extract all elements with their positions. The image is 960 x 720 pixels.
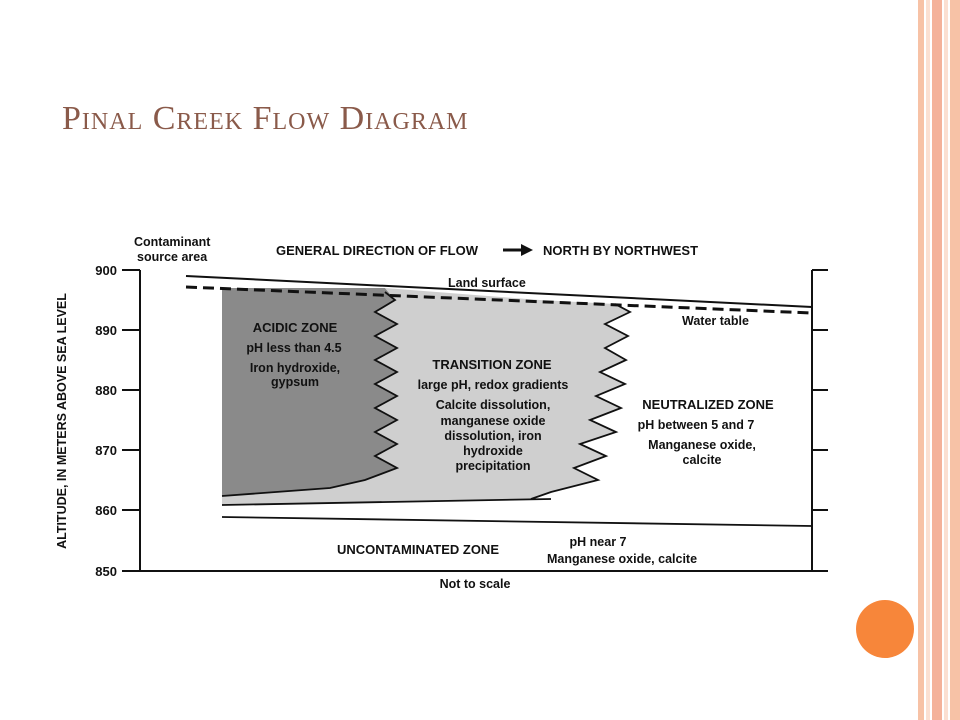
y-axis-label: ALTITUDE, IN METERS ABOVE SEA LEVEL	[55, 293, 69, 549]
transition-zone-line-5: hydroxide	[463, 444, 523, 458]
transition-zone-title: TRANSITION ZONE	[432, 357, 551, 372]
transition-neutral-boundary	[530, 303, 632, 500]
land-surface-line	[185, 275, 813, 308]
transition-zone-line-6: precipitation	[455, 459, 530, 473]
acidic-zone-line-1: pH less than 4.5	[246, 341, 341, 355]
transition-zone-line-1: large pH, redox gradients	[418, 378, 569, 392]
uncontaminated-zone-title: UNCONTAMINATED ZONE	[337, 542, 499, 557]
y-tick-label-850: 850	[95, 564, 117, 579]
border-stripe-5	[950, 0, 960, 720]
border-stripe-2	[926, 0, 930, 720]
neutralized-zone-line-3: calcite	[683, 453, 722, 467]
acidic-transition-boundary	[221, 291, 400, 497]
neutralized-zone-line-1: pH between 5 and 7	[638, 418, 755, 432]
y-tick-label-880: 880	[95, 383, 117, 398]
y-tick-label-860: 860	[95, 503, 117, 518]
border-stripe-3	[932, 0, 942, 720]
neutralized-zone-title: NEUTRALIZED ZONE	[642, 397, 774, 412]
water-table-label: Water table	[682, 314, 749, 328]
land-surface-label: Land surface	[448, 276, 526, 290]
neutralized-zone-line-2: Manganese oxide,	[648, 438, 756, 452]
water-table-line	[185, 285, 813, 315]
right-arrow-icon	[503, 244, 533, 256]
transition-zone-line-4: dissolution, iron	[444, 429, 541, 443]
source-area-label-line2: source area	[137, 250, 208, 264]
plume-bottom-line	[221, 498, 552, 506]
source-area-label-line1: Contaminant	[134, 235, 211, 249]
flow-direction-label: GENERAL DIRECTION OF FLOW	[276, 243, 479, 258]
acidic-zone-title: ACIDIC ZONE	[253, 320, 338, 335]
transition-zone-line-3: manganese oxide	[441, 414, 546, 428]
y-tick-label-900: 900	[95, 263, 117, 278]
slide-title: Pinal Creek Flow Diagram	[62, 100, 469, 137]
accent-circle	[856, 600, 914, 658]
acidic-zone-area	[222, 288, 397, 496]
y-tick-label-870: 870	[95, 443, 117, 458]
aquifer-line-upper	[221, 516, 813, 527]
acidic-zone-line-2: Iron hydroxide,	[250, 361, 340, 375]
y-tick-label-890: 890	[95, 323, 117, 338]
not-to-scale-label: Not to scale	[440, 577, 511, 591]
border-stripe-1	[918, 0, 924, 720]
transition-zone-area	[222, 288, 630, 505]
transition-zone-line-2: Calcite dissolution,	[436, 398, 551, 412]
border-stripe-4	[944, 0, 948, 720]
uncontaminated-zone-line-1: pH near 7	[570, 535, 627, 549]
uncontaminated-zone-line-2: Manganese oxide, calcite	[547, 552, 697, 566]
flow-direction-value: NORTH BY NORTHWEST	[543, 243, 698, 258]
acidic-zone-line-3: gypsum	[271, 375, 319, 389]
